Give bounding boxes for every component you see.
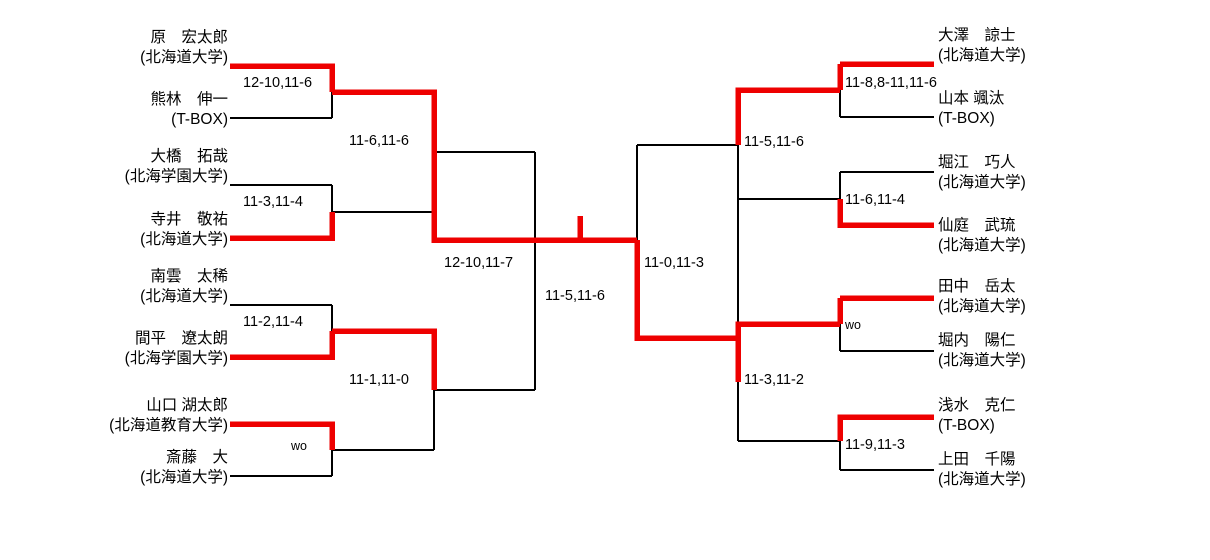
player-club: (北海道大学) xyxy=(140,49,228,66)
player-right-4[interactable]: 仙庭 武琉 (北海道大学) xyxy=(938,216,1026,256)
player-name: 山本 颯汰 xyxy=(938,90,1005,107)
player-club: (北海道大学) xyxy=(938,174,1026,191)
player-name: 田中 岳太 xyxy=(938,278,1016,295)
player-right-1[interactable]: 大澤 諒士 (北海道大学) xyxy=(938,26,1026,66)
player-club: (北海道教育大学) xyxy=(109,417,228,434)
player-left-6[interactable]: 間平 遼太朗 (北海学園大学) xyxy=(0,329,228,369)
score-right-r2-1: 11-5,11-6 xyxy=(744,134,804,150)
player-club: (T-BOX) xyxy=(938,110,995,127)
player-club: (北海道大学) xyxy=(938,237,1026,254)
player-name: 間平 遼太朗 xyxy=(134,330,228,347)
score-left-r1-4: wo xyxy=(291,439,307,453)
bracket-winner-path xyxy=(230,61,934,450)
player-club: (北海道大学) xyxy=(938,471,1026,488)
score-right-r1-4: 11-9,11-3 xyxy=(845,437,905,453)
player-name: 斎藤 大 xyxy=(165,449,228,466)
player-right-2[interactable]: 山本 颯汰 (T-BOX) xyxy=(938,89,1004,129)
player-right-5[interactable]: 田中 岳太 (北海道大学) xyxy=(938,277,1026,317)
player-club: (北海道大学) xyxy=(140,469,228,486)
score-right-r2-2: 11-3,11-2 xyxy=(744,372,804,388)
score-right-r1-2: 11-6,11-4 xyxy=(845,192,905,208)
player-name: 熊林 伸一 xyxy=(150,91,228,108)
player-club: (北海道大学) xyxy=(140,231,228,248)
player-left-4[interactable]: 寺井 敬祐 (北海道大学) xyxy=(0,210,228,250)
score-left-r1-3: 11-2,11-4 xyxy=(243,314,303,330)
player-name: 原 宏太郎 xyxy=(150,29,228,46)
player-name: 仙庭 武琉 xyxy=(938,217,1016,234)
score-right-r1-1: 11-8,8-11,11-6 xyxy=(845,75,937,91)
bracket-base-lines xyxy=(230,63,934,477)
player-name: 山口 湖太郎 xyxy=(146,397,228,414)
player-name: 南雲 太稀 xyxy=(150,268,228,285)
player-name: 浅水 克仁 xyxy=(938,397,1016,414)
player-left-2[interactable]: 熊林 伸一 (T-BOX) xyxy=(0,90,228,130)
player-left-8[interactable]: 斎藤 大 (北海道大学) xyxy=(0,448,228,488)
score-left-semifinal: 12-10,11-7 xyxy=(444,255,514,271)
player-right-7[interactable]: 浅水 克仁 (T-BOX) xyxy=(938,396,1016,436)
score-left-r1-2: 11-3,11-4 xyxy=(243,194,303,210)
player-club: (北海道大学) xyxy=(938,298,1026,315)
score-left-r2-2: 11-1,11-0 xyxy=(349,372,409,388)
score-left-r1-1: 12-10,11-6 xyxy=(243,75,313,91)
score-left-r2-1: 11-6,11-6 xyxy=(349,133,409,149)
player-club: (T-BOX) xyxy=(171,111,228,128)
player-left-1[interactable]: 原 宏太郎 (北海道大学) xyxy=(0,28,228,68)
player-name: 堀内 陽仁 xyxy=(938,332,1016,349)
player-club: (北海道大学) xyxy=(140,288,228,305)
player-club: (北海学園大学) xyxy=(124,168,228,185)
player-name: 大澤 諒士 xyxy=(938,27,1016,44)
player-club: (北海道大学) xyxy=(938,352,1026,369)
player-club: (T-BOX) xyxy=(938,417,995,434)
score-right-semifinal: 11-0,11-3 xyxy=(644,255,704,271)
player-left-5[interactable]: 南雲 太稀 (北海道大学) xyxy=(0,267,228,307)
player-left-7[interactable]: 山口 湖太郎 (北海道教育大学) xyxy=(0,396,228,436)
player-right-3[interactable]: 堀江 巧人 (北海道大学) xyxy=(938,153,1026,193)
score-final: 11-5,11-6 xyxy=(545,288,605,304)
player-left-3[interactable]: 大橋 拓哉 (北海学園大学) xyxy=(0,147,228,187)
player-name: 寺井 敬祐 xyxy=(150,211,228,228)
player-club: (北海道大学) xyxy=(938,47,1026,64)
score-right-r1-3: wo xyxy=(845,318,861,332)
player-name: 上田 千陽 xyxy=(938,451,1016,468)
player-right-8[interactable]: 上田 千陽 (北海道大学) xyxy=(938,450,1026,490)
player-right-6[interactable]: 堀内 陽仁 (北海道大学) xyxy=(938,331,1026,371)
player-club: (北海学園大学) xyxy=(124,350,228,367)
player-name: 堀江 巧人 xyxy=(938,154,1016,171)
player-name: 大橋 拓哉 xyxy=(150,148,228,165)
